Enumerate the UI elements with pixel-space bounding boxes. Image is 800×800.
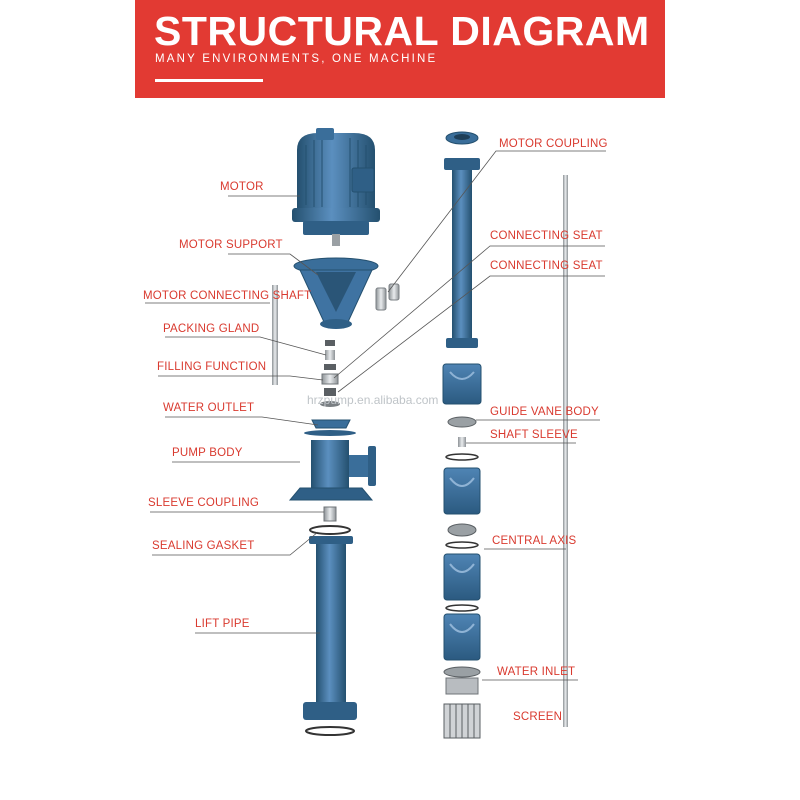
label-pump-body: PUMP BODY [172,447,243,459]
label-sealing-gasket: SEALING GASKET [152,540,255,552]
water-outlet-part [304,419,356,436]
shaft-sleeve-part [458,437,466,447]
label-motor-connecting-shaft: MOTOR CONNECTING SHAFT [143,290,312,302]
pump-body-part [288,440,376,501]
label-sleeve-coupling: SLEEVE COUPLING [148,497,260,509]
motor-coupling-disc-part [445,131,479,145]
central-axis-part [563,175,568,727]
packing-gland-part [324,340,336,370]
guide-vane-stage-2 [443,467,481,515]
impeller-part-1 [447,416,477,428]
filling-function-part [320,373,340,407]
label-shaft-sleeve: SHAFT SLEEVE [490,429,578,441]
page-subtitle: MANY ENVIRONMENTS, ONE MACHINE [155,53,438,65]
connecting-seat-part [444,158,480,348]
sealing-gasket-part [309,525,351,535]
label-motor: MOTOR [220,181,264,193]
impeller-part-2 [447,523,477,537]
label-motor-coupling: MOTOR COUPLING [499,138,608,150]
label-water-inlet: WATER INLET [497,666,576,678]
header-underline [155,79,263,82]
motor-part [292,128,380,246]
leader-lines [145,150,606,681]
watermark: hrzpump.en.alibaba.com [307,393,439,407]
header-banner: STRUCTURAL DIAGRAM MANY ENVIRONMENTS, ON… [135,0,665,98]
label-filling-function: FILLING FUNCTION [157,361,267,373]
motor-connecting-shaft-part [272,285,278,385]
label-connecting-seat-2: CONNECTING SEAT [490,260,603,272]
guide-vane-stage-4 [443,613,481,661]
label-guide-vane-body: GUIDE VANE BODY [490,406,599,418]
motor-support-part [293,257,379,329]
water-inlet-part [443,666,481,695]
label-lift-pipe: LIFT PIPE [195,618,250,630]
sleeve-coupling-part [323,506,337,522]
screen-part [443,703,481,739]
guide-vane-stage-3 [443,553,481,601]
label-connecting-seat-1: CONNECTING SEAT [490,230,603,242]
guide-vane-body-part [442,363,482,405]
page-title: STRUCTURAL DIAGRAM [154,8,650,54]
motor-coupling-pieces [375,283,400,311]
label-motor-support: MOTOR SUPPORT [179,239,283,251]
label-water-outlet: WATER OUTLET [163,402,255,414]
label-screen: SCREEN [513,711,563,723]
label-packing-gland: PACKING GLAND [163,323,260,335]
lift-pipe-part [303,536,357,736]
label-central-axis: CENTRAL AXIS [492,535,577,547]
